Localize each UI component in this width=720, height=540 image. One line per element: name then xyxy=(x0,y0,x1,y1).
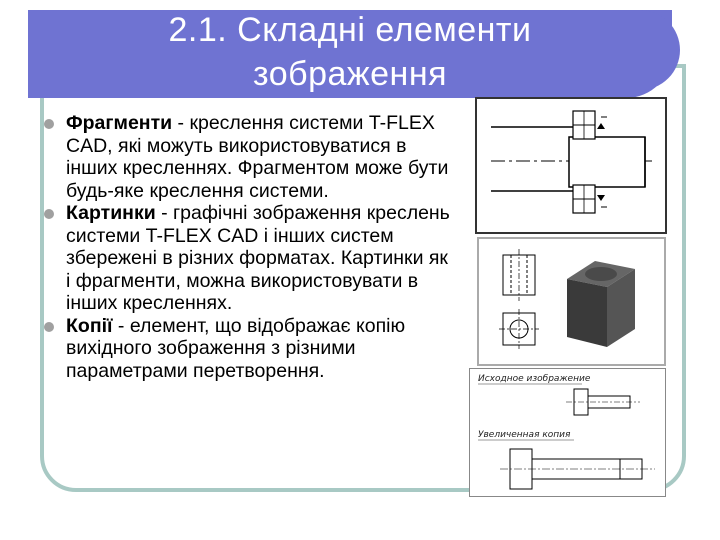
bullet-term: Фрагменти xyxy=(66,112,173,134)
bullet-term: Картинки xyxy=(66,202,156,224)
bullet-text: - графічні зображення креслень системи T… xyxy=(66,202,450,314)
bullet-dot-icon xyxy=(44,209,54,219)
fragment-drawing-image xyxy=(475,97,667,234)
bullet-fragments: Фрагменти - креслення системи T-FLEX CAD… xyxy=(44,112,454,202)
picture-image xyxy=(477,237,666,366)
slide-title: 2.1. Складні елементи зображення xyxy=(40,8,660,96)
title-line-1: 2.1. Складні елементи xyxy=(168,11,532,49)
bullet-list: Фрагменти - креслення системи T-FLEX CAD… xyxy=(44,112,454,382)
bullet-pictures: Картинки - графічні зображення креслень … xyxy=(44,202,454,315)
bullet-text: - елемент, що відображає копію вихідного… xyxy=(66,314,406,382)
title-bar xyxy=(28,10,680,98)
bullet-term: Копії xyxy=(66,314,113,337)
title-line-2: зображення xyxy=(252,55,448,93)
bullet-text: - креслення системи T-FLEX CAD, які можу… xyxy=(66,112,449,202)
copy-source-label: Исходное изображение xyxy=(478,374,591,384)
bullet-dot-icon xyxy=(44,119,54,129)
copy-image: Исходное изображение Увеличенная копия xyxy=(469,368,666,497)
bullet-dot-icon xyxy=(44,321,54,332)
copy-scaled-label: Увеличенная копия xyxy=(478,430,571,440)
bullet-copies: Копії - елемент, що відображає копію вих… xyxy=(44,315,454,383)
